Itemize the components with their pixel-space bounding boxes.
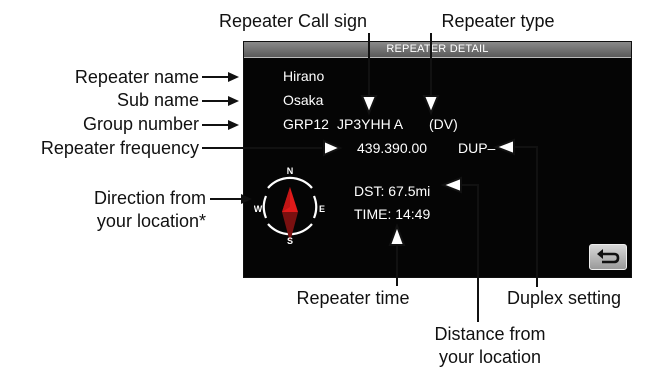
label-direction-line2: your location* [96, 211, 206, 231]
screen-title: REPEATER DETAIL [386, 43, 489, 55]
label-call-sign: Repeater Call sign [218, 11, 368, 31]
duplex-value: DUP– [458, 140, 496, 156]
frequency-value: 439.390.00 [357, 140, 428, 156]
label-group-number: Group number [82, 114, 199, 134]
label-sub-name: Sub name [116, 90, 199, 110]
compass-icon: N E S W [254, 166, 325, 246]
label-repeater-name: Repeater name [74, 67, 199, 87]
label-repeater-time: Repeater time [296, 288, 410, 308]
time-value: TIME: 14:49 [354, 206, 431, 222]
label-repeater-type: Repeater type [441, 11, 555, 31]
distance-value: DST: 67.5mi [354, 183, 431, 199]
return-icon [597, 249, 620, 264]
repeater-name-value: Hirano [283, 68, 325, 84]
compass-needle-south [282, 212, 298, 242]
sub-name-value: Osaka [283, 92, 324, 108]
label-distance-line1: Distance from [434, 324, 546, 344]
back-button[interactable] [589, 244, 627, 270]
screen-header: REPEATER DETAIL [244, 42, 631, 58]
label-duplex-setting: Duplex setting [506, 288, 622, 308]
compass-s: S [287, 236, 293, 246]
label-direction-line1: Direction from [93, 188, 206, 208]
repeater-type-value: (DV) [429, 116, 458, 132]
repeater-detail-screen: REPEATER DETAIL Hirano Osaka GRP12 JP3YH… [243, 41, 632, 278]
group-number-value: GRP12 [283, 116, 329, 132]
compass-n: N [287, 166, 294, 176]
compass-w: W [254, 204, 263, 214]
label-repeater-frequency: Repeater frequency [40, 138, 199, 158]
compass-e: E [319, 204, 325, 214]
call-sign-value: JP3YHH A [337, 116, 404, 132]
label-distance-line2: your location [438, 347, 542, 367]
